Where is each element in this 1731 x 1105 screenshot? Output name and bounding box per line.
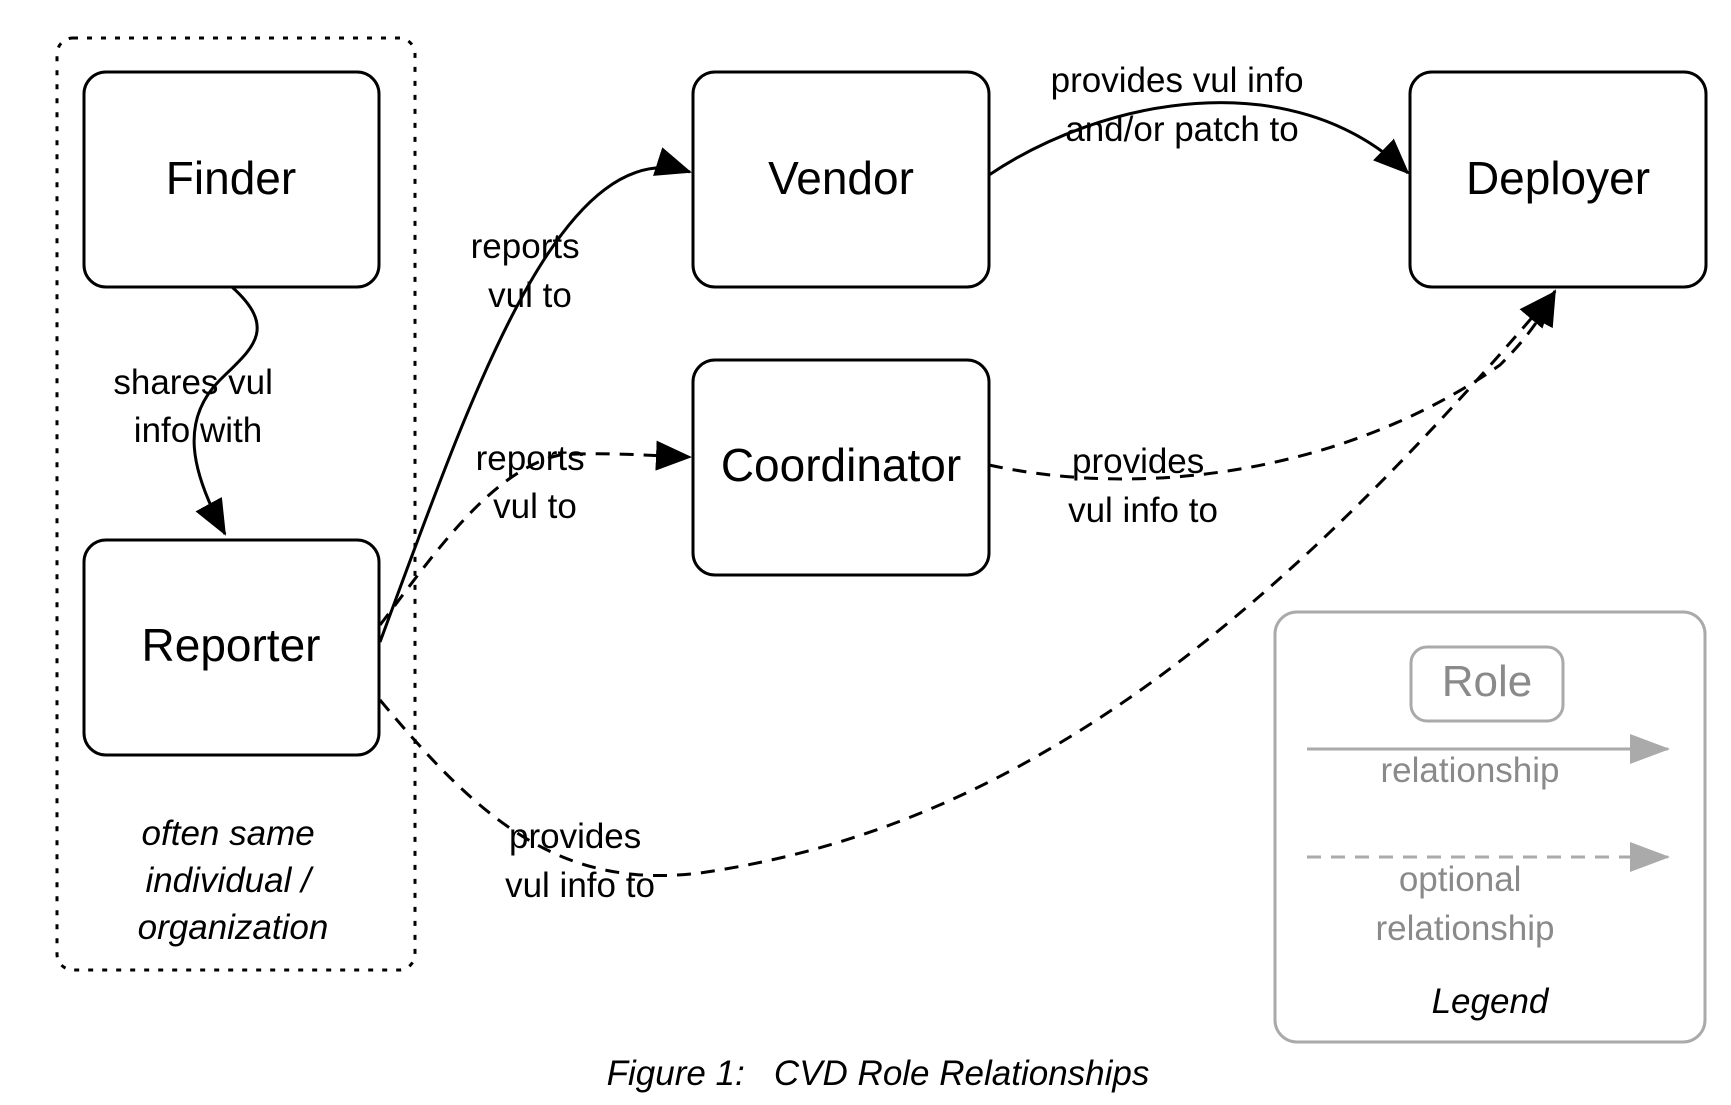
coordinator-label: Coordinator (721, 439, 961, 491)
label-reporter-deployer: provides vul info to (505, 817, 655, 905)
deployer-label: Deployer (1466, 152, 1650, 204)
figure-caption: Figure 1: CVD Role Relationships (607, 1054, 1150, 1093)
legend: Role relationship optional relationship … (1273, 610, 1707, 1044)
edge-reporter-to-vendor (378, 147, 692, 643)
group-note: often same individual / organization (138, 814, 329, 947)
edge-vendor-to-deployer (988, 101, 1410, 177)
finder-label: Finder (166, 152, 296, 204)
legend-title: Legend (1432, 982, 1550, 1021)
edge-reporter-to-deployer (378, 291, 1555, 878)
label-vendor-deployer: provides vul info and/or patch to (1051, 61, 1314, 149)
reporter-label: Reporter (142, 619, 321, 671)
label-reporter-vendor: reports vul to (471, 227, 590, 315)
edge-finder-to-reporter (192, 285, 259, 536)
node-vendor: Vendor (691, 70, 991, 289)
legend-role-label: Role (1442, 657, 1533, 706)
legend-role-box (1409, 645, 1565, 723)
node-reporter: Reporter (82, 538, 381, 757)
edge-coordinator-to-deployer (988, 289, 1557, 481)
node-coordinator: Coordinator (691, 358, 991, 577)
legend-optional-label: optional relationship (1376, 860, 1555, 948)
label-finder-reporter: shares vul info with (113, 363, 282, 450)
label-coordinator-deployer: provides vul info to (1068, 442, 1218, 530)
same-entity-group (55, 36, 417, 972)
vendor-label: Vendor (768, 152, 914, 204)
edge-reporter-to-coordinator (378, 440, 692, 626)
label-reporter-coordinator: reports vul to (476, 439, 595, 526)
node-finder: Finder (82, 70, 381, 289)
legend-relationship-label: relationship (1381, 751, 1560, 790)
node-deployer: Deployer (1408, 70, 1708, 289)
